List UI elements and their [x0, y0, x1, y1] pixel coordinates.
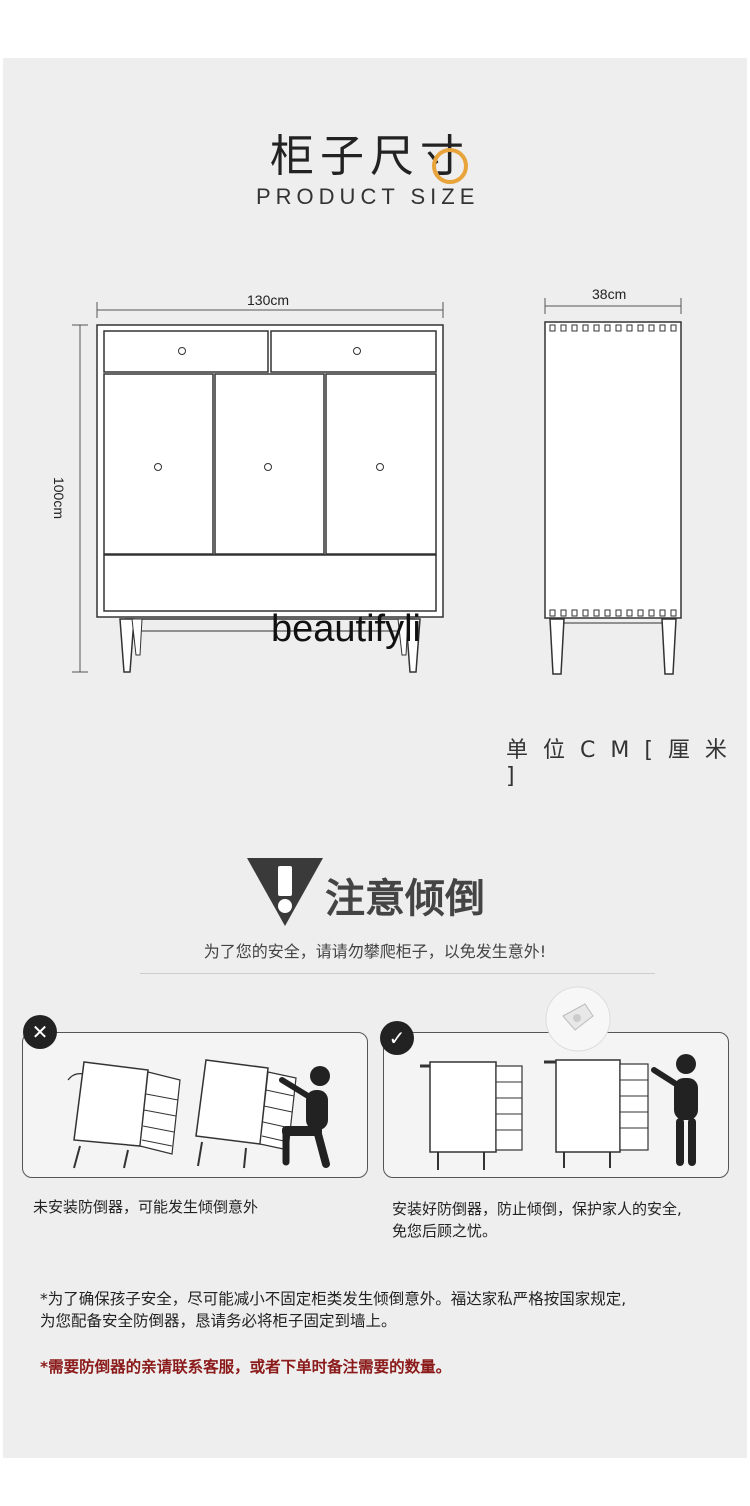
anchor-device-icon: [545, 986, 611, 1052]
cabinet-front-drawing: [72, 302, 444, 673]
bad-caption: 未安装防倒器，可能发生倾倒意外: [33, 1198, 259, 1216]
content-panel: [3, 58, 747, 1458]
check-badge-icon: ✓: [380, 1021, 414, 1055]
title-cn: 柜子尺寸: [270, 131, 470, 182]
good-caption-line2: 免您后顾之忧。: [392, 1222, 498, 1240]
cross-badge-icon: ✕: [23, 1015, 57, 1049]
safety-note-line1: *为了确保孩子安全，尽可能减小不固定柜类发生倾倒意外。福达家私严格按国家规定,: [40, 1290, 627, 1308]
watermark-text: beautifyli: [271, 608, 421, 650]
good-caption-line1: 安装好防倒器，防止倾倒，保护家人的安全,: [392, 1200, 682, 1218]
orange-circle-decoration: [432, 148, 468, 184]
anchored-cabinet-illustration: [420, 1054, 698, 1170]
warning-title: 注意倾倒: [325, 876, 485, 922]
cabinet-side-drawing: [544, 298, 682, 675]
tipping-cabinet-illustration: [67, 1059, 330, 1169]
warning-triangle-icon: [247, 858, 323, 926]
safety-note-line2: 为您配备安全防倒器，恳请务必将柜子固定到墙上。: [40, 1312, 397, 1330]
warning-subtitle: 为了您的安全，请请勿攀爬柜子，以免发生意外!: [203, 942, 547, 961]
title-en: PRODUCT SIZE: [256, 184, 480, 209]
depth-dimension-label: 38cm: [592, 286, 627, 302]
safety-note-red: *需要防倒器的亲请联系客服，或者下单时备注需要的数量。: [40, 1358, 452, 1376]
width-dimension-label: 130cm: [247, 292, 290, 308]
divider: [140, 973, 655, 974]
unit-note: 单 位 C M [ 厘 米 ]: [506, 738, 731, 789]
